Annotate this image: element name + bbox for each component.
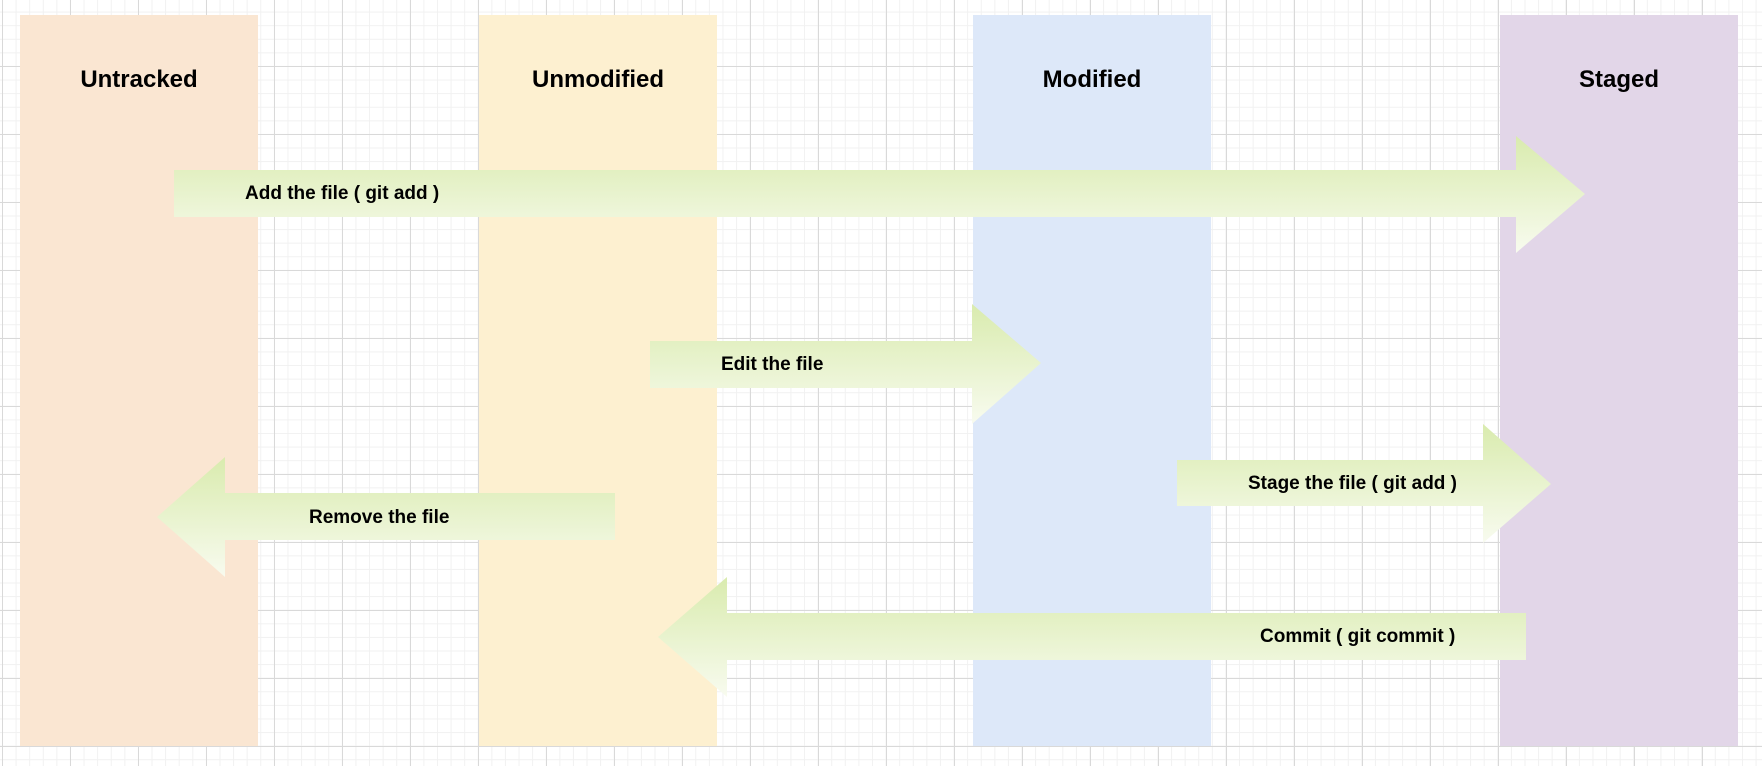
arrow-label-commit: Commit ( git commit ) xyxy=(1260,626,1456,647)
arrow-edit xyxy=(650,304,1041,424)
arrow-remove xyxy=(157,457,615,577)
arrow-label-stage: Stage the file ( git add ) xyxy=(1248,473,1458,494)
lane-title-staged: Staged xyxy=(1578,66,1659,93)
lane-title-unmodified: Unmodified xyxy=(532,66,664,93)
lane-untracked: Untracked xyxy=(20,15,258,746)
arrow-stage xyxy=(1177,424,1551,543)
lane-title-modified: Modified xyxy=(1042,66,1142,93)
arrow-label-add: Add the file ( git add ) xyxy=(245,183,440,204)
lane-title-untracked: Untracked xyxy=(80,66,198,93)
arrow-commit xyxy=(658,577,1526,697)
arrow-label-edit: Edit the file xyxy=(721,354,824,375)
arrow-label-remove: Remove the file xyxy=(309,507,450,528)
lane-staged: Staged xyxy=(1500,15,1738,746)
arrow-add xyxy=(174,136,1585,253)
